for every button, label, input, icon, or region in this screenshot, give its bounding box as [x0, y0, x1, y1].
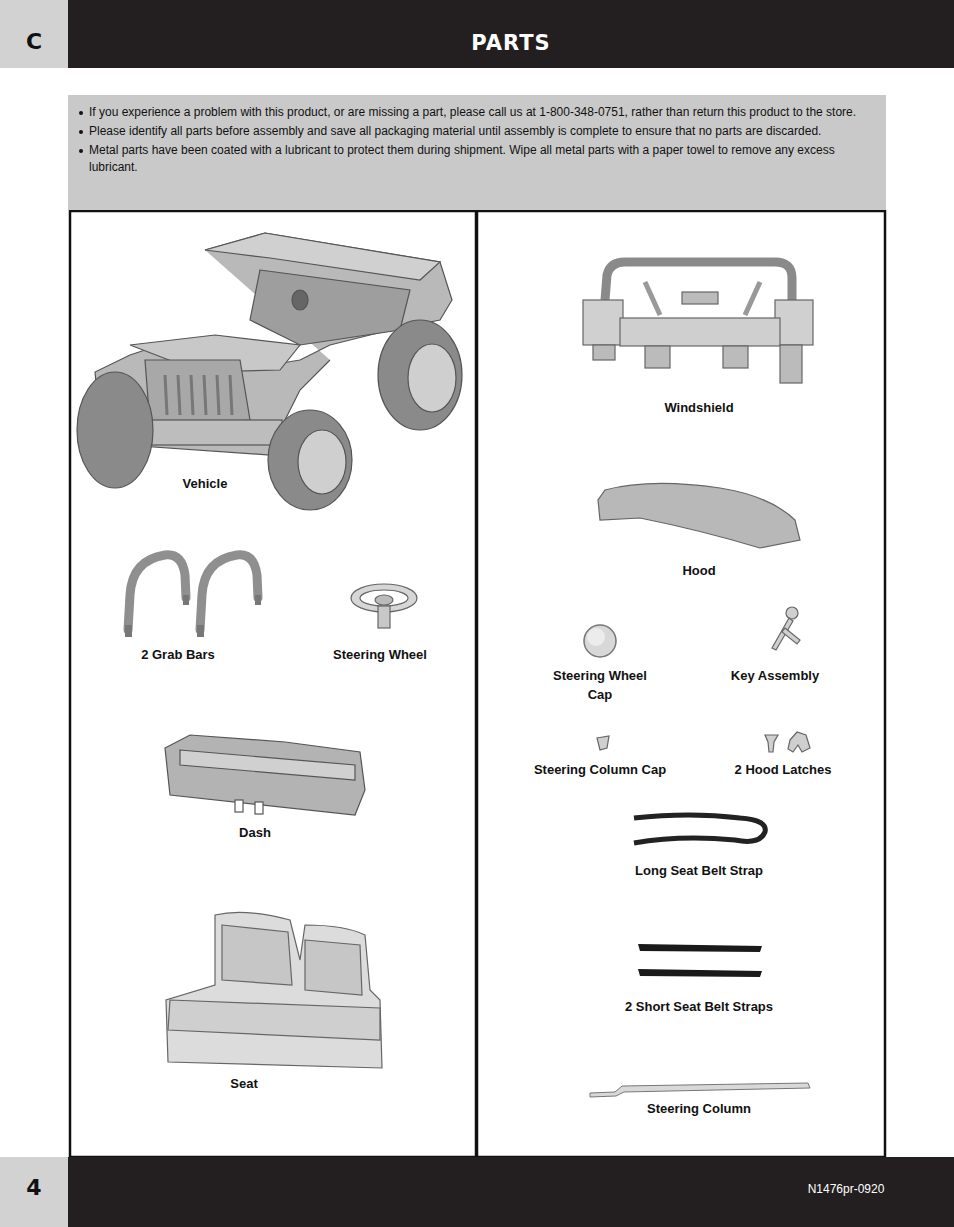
- part-name: Hood: [639, 561, 759, 580]
- tab-letter: 4: [4, 1176, 64, 1200]
- tab: [0, 1157, 68, 1227]
- part-name: 2 Short Seat Belt Straps: [589, 997, 809, 1016]
- note-text: Please identify all parts before assembl…: [78, 123, 872, 140]
- part-name: 2 Hood Latches: [713, 760, 853, 779]
- part-name: Vehicle: [125, 474, 285, 493]
- right-panel: [477, 211, 885, 1157]
- key-drawing: [772, 607, 800, 650]
- column-cap-drawing: [597, 736, 609, 750]
- steering-column-drawing: [590, 1083, 810, 1097]
- tab: [0, 0, 68, 68]
- strap-drawing: [638, 969, 762, 977]
- part-name: Windshield: [619, 398, 779, 417]
- strap-drawing: [638, 944, 762, 952]
- seat-drawing: [166, 912, 382, 1068]
- page-title: PARTS: [68, 31, 954, 55]
- tab-letter: C: [4, 30, 64, 54]
- windshield-drawing: [583, 262, 813, 383]
- part-name: Steering Wheel Cap: [546, 666, 654, 704]
- strap-drawing: [634, 815, 765, 843]
- part-name: Long Seat Belt Strap: [599, 861, 799, 880]
- part-name: Key Assembly: [705, 666, 845, 685]
- cap-drawing: [584, 625, 616, 657]
- part-name: Steering Column Cap: [525, 760, 675, 779]
- bullet-dot: [79, 149, 83, 153]
- left-panel: [70, 211, 476, 1157]
- header-band: [68, 0, 954, 68]
- part-name: 2 Grab Bars: [98, 645, 258, 664]
- footer-band: [68, 1157, 954, 1227]
- doc-code: N1476pr-0920: [786, 1180, 906, 1199]
- part-name: Seat: [184, 1074, 304, 1093]
- note-text: Metal parts have been coated with a lubr…: [78, 142, 872, 176]
- note-text: If you experience a problem with this pr…: [78, 104, 872, 121]
- note-box: If you experience a problem with this pr…: [68, 95, 886, 210]
- grab-bar-drawing: [128, 555, 258, 630]
- bullet-dot: [79, 130, 83, 134]
- part-name: Steering Wheel: [300, 645, 460, 664]
- hood-drawing: [598, 483, 800, 548]
- vehicle-drawing: [77, 233, 462, 510]
- bullet-dot: [79, 111, 83, 115]
- part-name: Dash: [195, 823, 315, 842]
- part-name: Steering Column: [599, 1099, 799, 1118]
- steering-wheel-drawing: [351, 584, 417, 628]
- cap-drawing: [587, 628, 605, 646]
- dash-drawing: [165, 735, 365, 815]
- hood-latch-drawing: [765, 732, 810, 752]
